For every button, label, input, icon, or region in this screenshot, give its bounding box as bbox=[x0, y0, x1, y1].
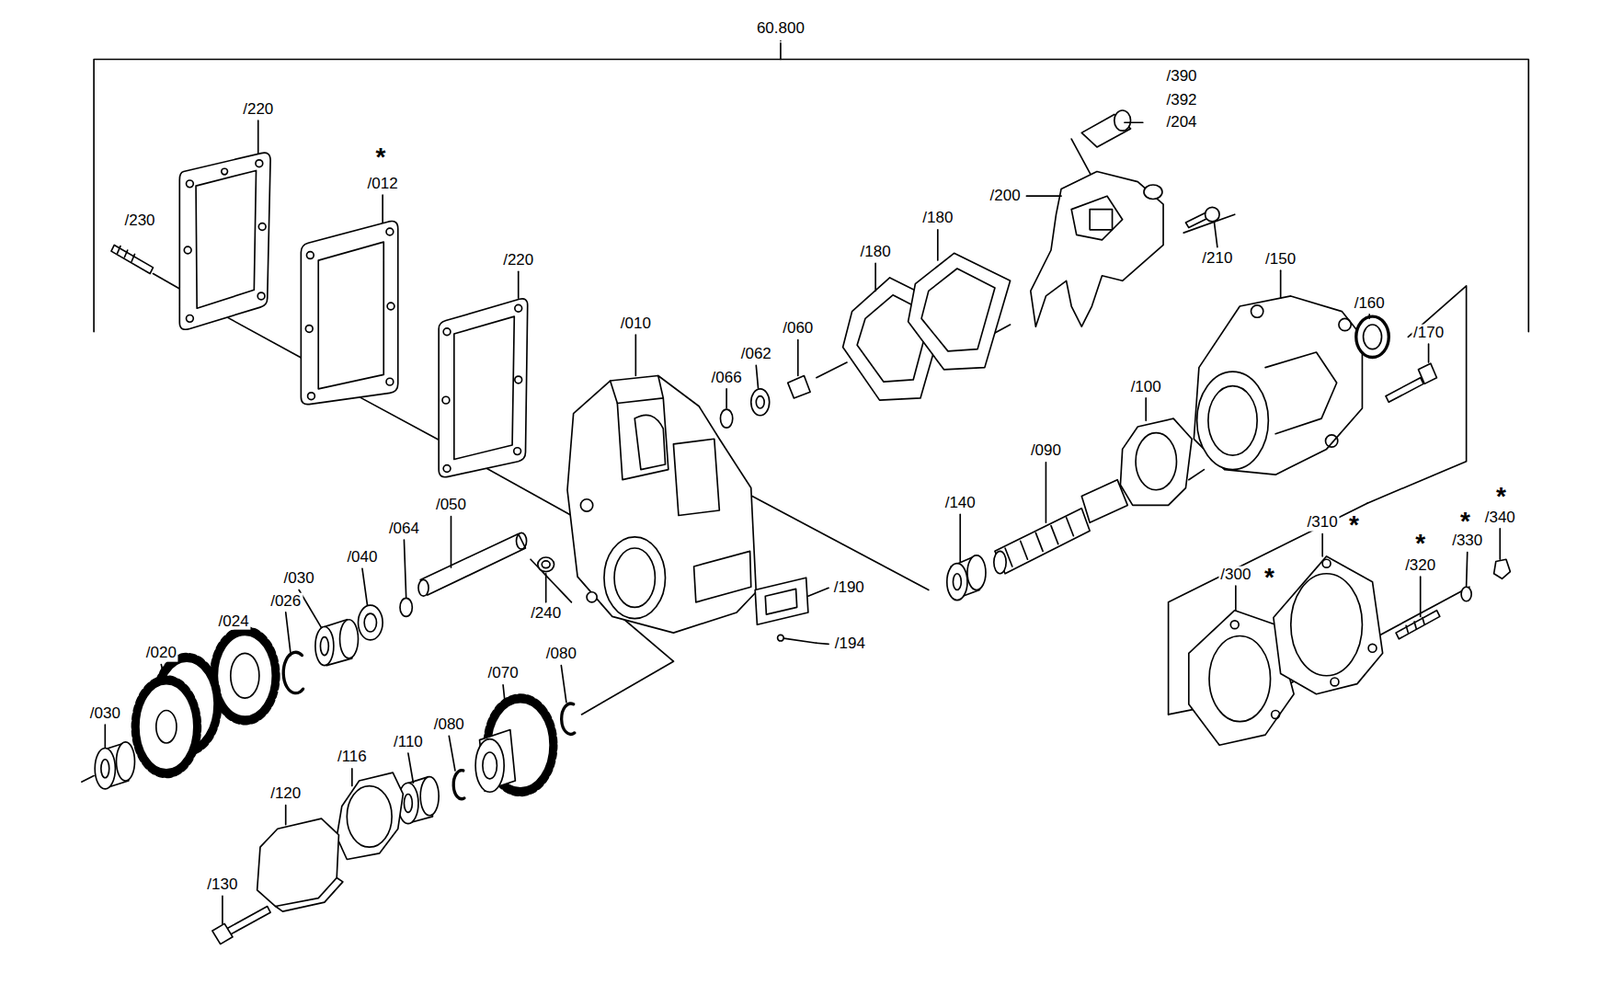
callout-number: /010 bbox=[618, 314, 653, 332]
callout-number: /050 bbox=[434, 496, 469, 515]
callout-number: /320 bbox=[1403, 556, 1438, 574]
callout-number: /120 bbox=[268, 785, 303, 803]
callout-number: /170 bbox=[1411, 323, 1446, 342]
asterisk-mark: * bbox=[1262, 563, 1277, 593]
callout-number: /190 bbox=[832, 579, 867, 597]
callout-number: /140 bbox=[943, 494, 978, 513]
callout-number: /390 bbox=[1164, 68, 1199, 86]
callout-number: /130 bbox=[205, 876, 240, 894]
callout-number: /100 bbox=[1129, 377, 1164, 396]
callout-number: /220 bbox=[240, 100, 275, 118]
callout-number: /340 bbox=[1483, 508, 1518, 526]
callout-number: /066 bbox=[709, 368, 744, 387]
callout-number: /026 bbox=[268, 592, 303, 610]
callout-number: /240 bbox=[528, 605, 563, 623]
callout-number: /110 bbox=[391, 732, 425, 751]
callout-number: /200 bbox=[988, 187, 1023, 206]
callout-number: /204 bbox=[1164, 114, 1199, 132]
asterisk-mark: * bbox=[1494, 482, 1509, 512]
callout-number: /062 bbox=[739, 345, 774, 364]
callout-number: /180 bbox=[858, 243, 893, 262]
callout-number: /060 bbox=[780, 320, 815, 338]
callout-number: /160 bbox=[1352, 294, 1387, 312]
callout-number: /300 bbox=[1218, 565, 1253, 583]
callout-number: /020 bbox=[144, 644, 179, 663]
callout-number: /030 bbox=[88, 704, 123, 722]
callout-number: /220 bbox=[501, 251, 536, 270]
callout-number: /150 bbox=[1263, 251, 1298, 269]
callout-number: /064 bbox=[387, 519, 422, 538]
callout-number: /090 bbox=[1028, 442, 1063, 460]
callout-number: /030 bbox=[282, 570, 317, 588]
callout-number: /230 bbox=[122, 211, 157, 229]
callout-number: /070 bbox=[486, 664, 521, 683]
asterisk-mark: * bbox=[373, 142, 388, 172]
callout-number: /024 bbox=[217, 612, 252, 630]
callout-number: /116 bbox=[335, 748, 369, 766]
callout-number: /080 bbox=[432, 716, 467, 734]
callout-number: /180 bbox=[920, 209, 955, 228]
asterisk-mark: * bbox=[1347, 511, 1361, 540]
callout-number: /392 bbox=[1164, 91, 1199, 109]
callout-number: /194 bbox=[833, 635, 868, 653]
callout-number: /330 bbox=[1450, 532, 1485, 550]
callout-number: /210 bbox=[1200, 249, 1235, 267]
callout-number: /310 bbox=[1305, 514, 1340, 532]
assembly-number: 60.800 bbox=[754, 20, 807, 38]
asterisk-mark: * bbox=[1413, 529, 1428, 559]
callout-number: /040 bbox=[344, 548, 379, 567]
callout-number: /080 bbox=[544, 645, 579, 663]
callout-number: /012 bbox=[365, 174, 400, 193]
